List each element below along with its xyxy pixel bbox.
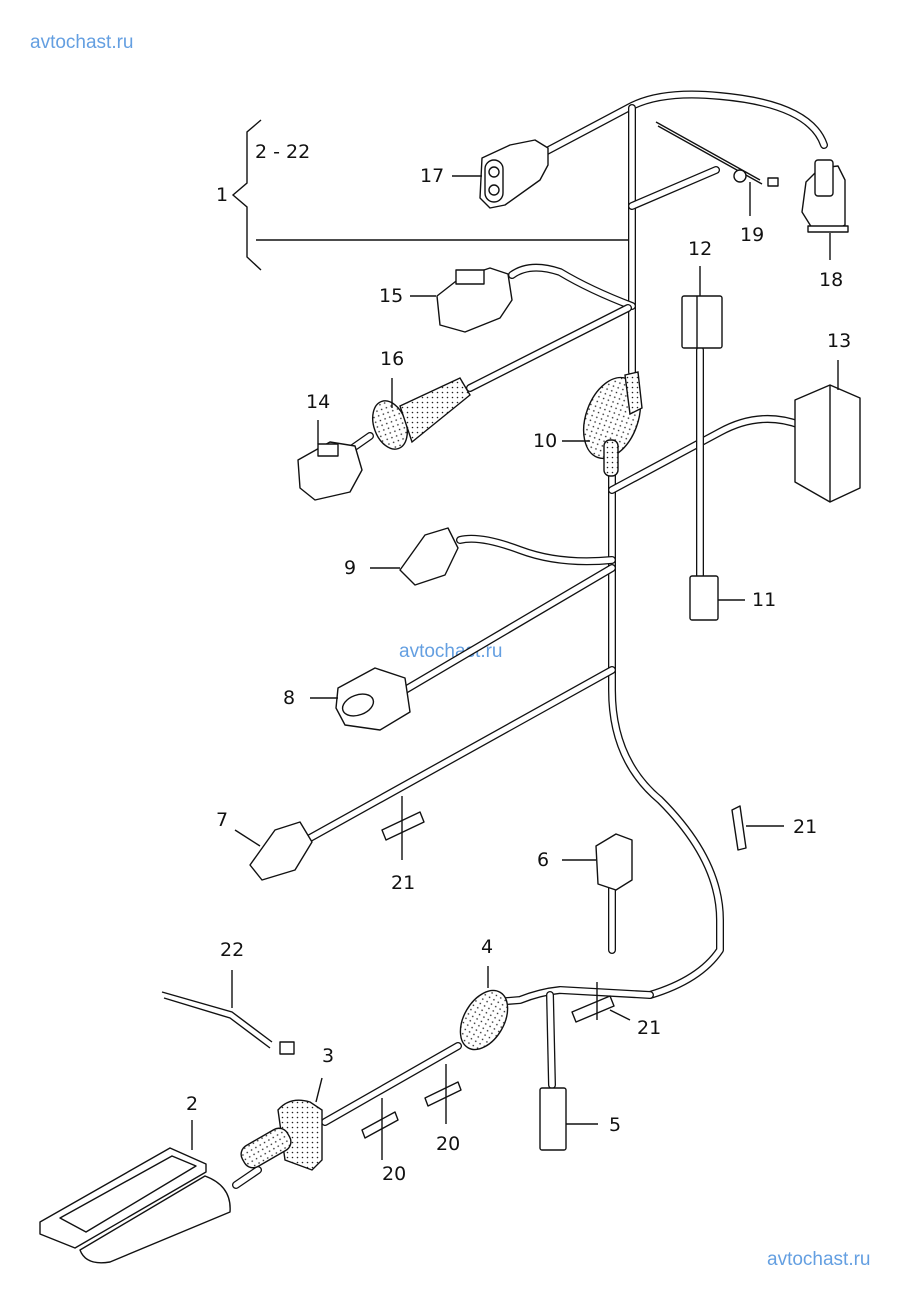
clip-21b[interactable] bbox=[731, 805, 784, 851]
callout-21a: 21 bbox=[391, 872, 416, 894]
callout-5: 5 bbox=[609, 1114, 622, 1136]
callout-6: 6 bbox=[537, 849, 550, 871]
callout-10: 10 bbox=[533, 430, 558, 452]
connector-18[interactable] bbox=[801, 159, 849, 233]
connector-7[interactable] bbox=[249, 821, 313, 881]
connector-5[interactable] bbox=[539, 1087, 567, 1151]
grommet-10[interactable] bbox=[573, 370, 651, 477]
clip-21c[interactable] bbox=[571, 982, 631, 1023]
clip-20a[interactable] bbox=[361, 1098, 399, 1160]
callout-16: 16 bbox=[380, 348, 405, 370]
callout-3: 3 bbox=[322, 1045, 335, 1067]
connector-8[interactable] bbox=[335, 667, 411, 731]
grommet-4[interactable] bbox=[451, 982, 518, 1057]
connector-9[interactable] bbox=[399, 527, 459, 586]
grommet-3[interactable] bbox=[237, 1099, 323, 1171]
watermark-top: avtochast.ru bbox=[30, 32, 134, 53]
callout-8: 8 bbox=[283, 687, 296, 709]
callout-21b: 21 bbox=[793, 816, 818, 838]
connector-13[interactable] bbox=[794, 384, 861, 503]
callout-12: 12 bbox=[688, 238, 713, 260]
grommet-16[interactable] bbox=[366, 377, 471, 454]
callout-4: 4 bbox=[481, 936, 494, 958]
callout-13: 13 bbox=[827, 330, 852, 352]
connector-11[interactable] bbox=[689, 575, 719, 621]
cable-tie-22[interactable] bbox=[161, 991, 295, 1055]
callout-18: 18 bbox=[819, 269, 844, 291]
cable-tie-19[interactable] bbox=[655, 121, 779, 187]
callout-21c: 21 bbox=[637, 1017, 662, 1039]
callout-19: 19 bbox=[740, 224, 765, 246]
watermark-bottom: avtochast.ru bbox=[767, 1249, 871, 1270]
callout-1: 1 bbox=[216, 184, 229, 206]
callout-17: 17 bbox=[420, 165, 445, 187]
callout-range: 2 - 22 bbox=[255, 141, 311, 163]
callout-20b: 20 bbox=[436, 1133, 461, 1155]
connector-15[interactable] bbox=[436, 267, 513, 333]
callout-9: 9 bbox=[344, 557, 357, 579]
callout-11: 11 bbox=[752, 589, 777, 611]
callout-7: 7 bbox=[216, 809, 229, 831]
lamp-housing-2[interactable] bbox=[39, 1147, 231, 1264]
callout-20a: 20 bbox=[382, 1163, 407, 1185]
clip-20b[interactable] bbox=[424, 1064, 462, 1124]
connector-17[interactable] bbox=[479, 139, 549, 209]
connector-6[interactable] bbox=[595, 833, 633, 891]
callout-2: 2 bbox=[186, 1093, 199, 1115]
clip-21a[interactable] bbox=[381, 796, 425, 860]
connector-12[interactable] bbox=[681, 295, 723, 349]
callout-15: 15 bbox=[379, 285, 404, 307]
callout-14: 14 bbox=[306, 391, 331, 413]
callout-22: 22 bbox=[220, 939, 245, 961]
assembly-bracket bbox=[231, 119, 628, 271]
harness-wires bbox=[232, 90, 828, 1189]
connector-14[interactable] bbox=[297, 441, 363, 501]
